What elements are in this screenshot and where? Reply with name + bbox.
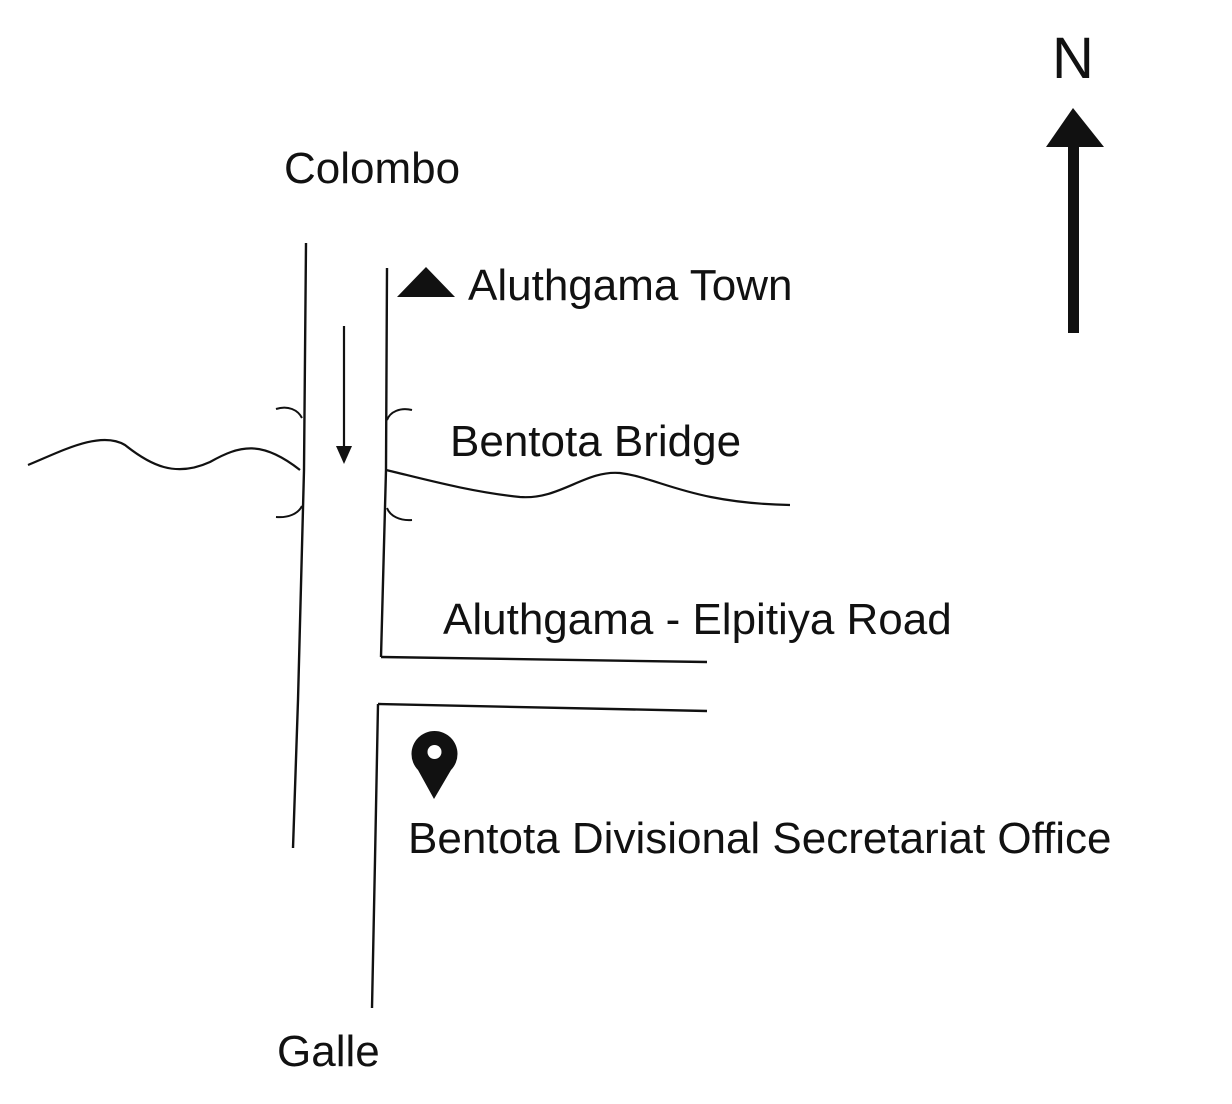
- side-road-south-edge: [377, 702, 708, 713]
- side-road-north-edge: [380, 655, 708, 664]
- triangle-icon: [397, 267, 455, 297]
- bridge-bracket-west-bottom: [275, 505, 303, 519]
- north-label: N: [1052, 26, 1094, 91]
- map-pin-icon: [411, 730, 458, 799]
- main-road-west-edge: [291, 242, 308, 849]
- bridge-bracket-west-top: [275, 406, 303, 419]
- aluthgama-elpitiya-road-label: Aluthgama - Elpitiya Road: [443, 595, 952, 644]
- galle-label: Galle: [277, 1027, 380, 1076]
- bridge-bracket-east-top: [386, 408, 413, 421]
- river-line-west: [27, 438, 301, 471]
- bridge-bracket-east-bottom: [386, 507, 413, 522]
- river-line-east: [385, 468, 791, 507]
- main-road-east-edge-north: [379, 267, 389, 658]
- bentota-bridge-label: Bentota Bridge: [450, 417, 742, 466]
- north-arrow-icon: [1046, 108, 1104, 333]
- aluthgama-town-label: Aluthgama Town: [468, 261, 793, 310]
- southbound-arrow-icon: [336, 326, 352, 464]
- colombo-label: Colombo: [284, 144, 461, 193]
- main-road-east-edge-south: [370, 703, 380, 1009]
- secretariat-office-label: Bentota Divisional Secretariat Office: [408, 814, 1112, 863]
